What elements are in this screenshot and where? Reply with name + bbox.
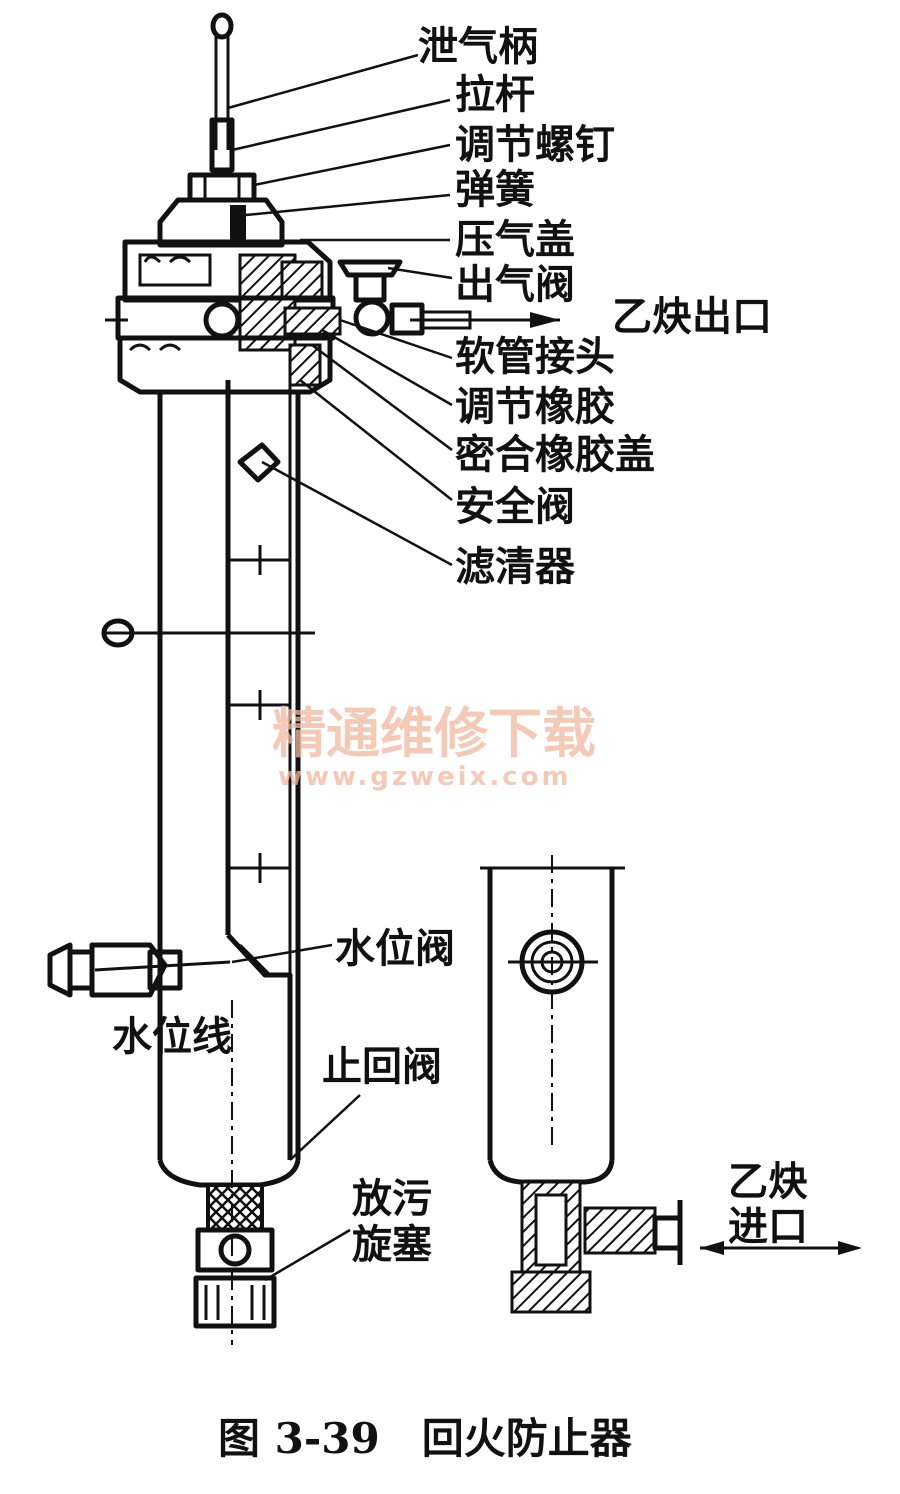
watermark-text: 精通维修下载 bbox=[272, 702, 596, 765]
label-water-level-line: 水位线 bbox=[112, 1014, 232, 1060]
label-pressure-cap: 压气盖 bbox=[455, 217, 575, 263]
label-hose-joint: 软管接头 bbox=[455, 334, 615, 380]
label-spring: 弹簧 bbox=[455, 167, 535, 213]
leader-lines bbox=[227, 53, 453, 1282]
lower-flange bbox=[117, 335, 333, 395]
drain-cock bbox=[193, 1183, 277, 1329]
filter bbox=[237, 442, 281, 483]
figure-caption: 图 3-39 回火防止器 bbox=[218, 1414, 633, 1463]
inner-tube bbox=[225, 380, 292, 975]
pull-rod bbox=[209, 117, 235, 173]
label-outlet-valve: 出气阀 bbox=[455, 262, 575, 308]
label-filter: 滤清器 bbox=[455, 544, 576, 590]
inlet-arrow bbox=[700, 1241, 862, 1255]
check-valve bbox=[226, 933, 293, 1160]
label-water-level-valve: 水位阀 bbox=[335, 926, 455, 972]
spring-housing bbox=[157, 197, 285, 248]
water-level-valve bbox=[47, 942, 231, 998]
labels: 泄气柄 拉杆 调节螺钉 弹簧 压气盖 出气阀 乙炔出口 软管接头 调节橡胶 密合… bbox=[112, 24, 808, 1268]
label-acetylene: 乙炔 bbox=[728, 1159, 808, 1205]
outlet-valve bbox=[337, 259, 560, 337]
label-check-valve: 止回阀 bbox=[322, 1044, 442, 1090]
label-adjusting-screw: 调节螺钉 bbox=[455, 122, 615, 168]
flange-block bbox=[105, 295, 342, 341]
side-handle bbox=[101, 618, 315, 648]
label-sealing-rubber-cap: 密合橡胶盖 bbox=[455, 432, 655, 478]
label-pull-rod: 拉杆 bbox=[455, 72, 535, 118]
label-safety-valve: 安全阀 bbox=[455, 484, 575, 530]
vent-handle bbox=[210, 12, 234, 150]
label-inlet: 进口 bbox=[728, 1204, 808, 1250]
label-cock: 旋塞 bbox=[352, 1222, 432, 1268]
inlet-fitting bbox=[510, 1180, 683, 1314]
label-drain: 放污 bbox=[352, 1176, 432, 1222]
adjusting-screw bbox=[187, 172, 257, 203]
label-vent-handle: 泄气柄 bbox=[418, 24, 538, 70]
side-view-assembly bbox=[480, 855, 862, 1314]
inlet-port-circle bbox=[519, 929, 585, 995]
main-assembly bbox=[47, 12, 560, 1345]
watermark-url: www.gzweix.com bbox=[278, 762, 572, 792]
label-acetylene-outlet: 乙炔出口 bbox=[612, 294, 772, 340]
watermark: 精通维修下载 www.gzweix.com bbox=[272, 702, 596, 792]
label-adjusting-rubber: 调节橡胶 bbox=[455, 384, 615, 430]
